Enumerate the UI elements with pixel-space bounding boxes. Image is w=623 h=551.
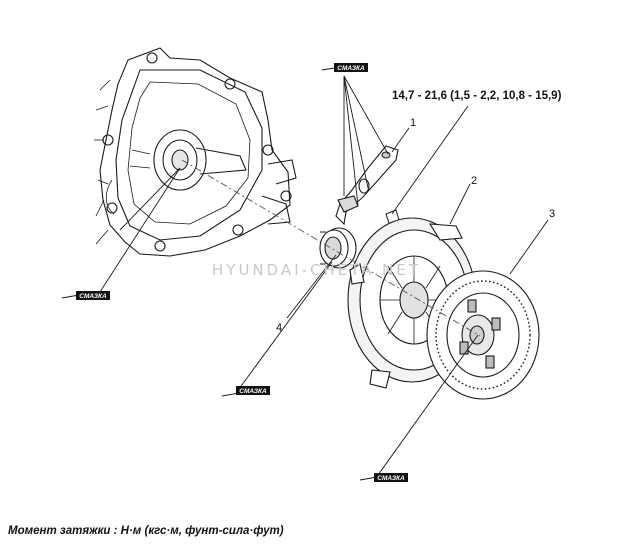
grease-tag-bearing: СМАЗКА	[221, 386, 270, 397]
torque-units-caption: Момент затяжки : Н·м (кгс·м, фунт-сила·ф…	[8, 525, 284, 537]
grease-label-top: СМАЗКА	[337, 65, 365, 72]
grease-tag-housing: СМАЗКА	[61, 291, 110, 300]
part-number-4: 4	[276, 322, 282, 334]
transaxle-housing	[94, 47, 297, 257]
torque-spec: 14,7 - 21,6 (1,5 - 2,2, 10,8 - 15,9)	[392, 90, 562, 102]
grease-tag-disc: СМАЗКА	[359, 473, 408, 482]
grease-label-disc: СМАЗКА	[377, 475, 405, 482]
grease-tag-top: СМАЗКА	[321, 63, 368, 72]
watermark: HYUNDAI-CHETA.NET	[212, 261, 421, 279]
grease-label-bearing: СМАЗКА	[239, 388, 267, 395]
part-number-2: 2	[471, 175, 477, 187]
grease-label-housing: СМАЗКА	[79, 293, 107, 300]
release-bearing	[319, 227, 357, 269]
clutch-disc	[426, 270, 540, 400]
part-number-1: 1	[410, 117, 416, 129]
leader-lines	[97, 75, 549, 476]
part-number-3: 3	[549, 208, 555, 220]
